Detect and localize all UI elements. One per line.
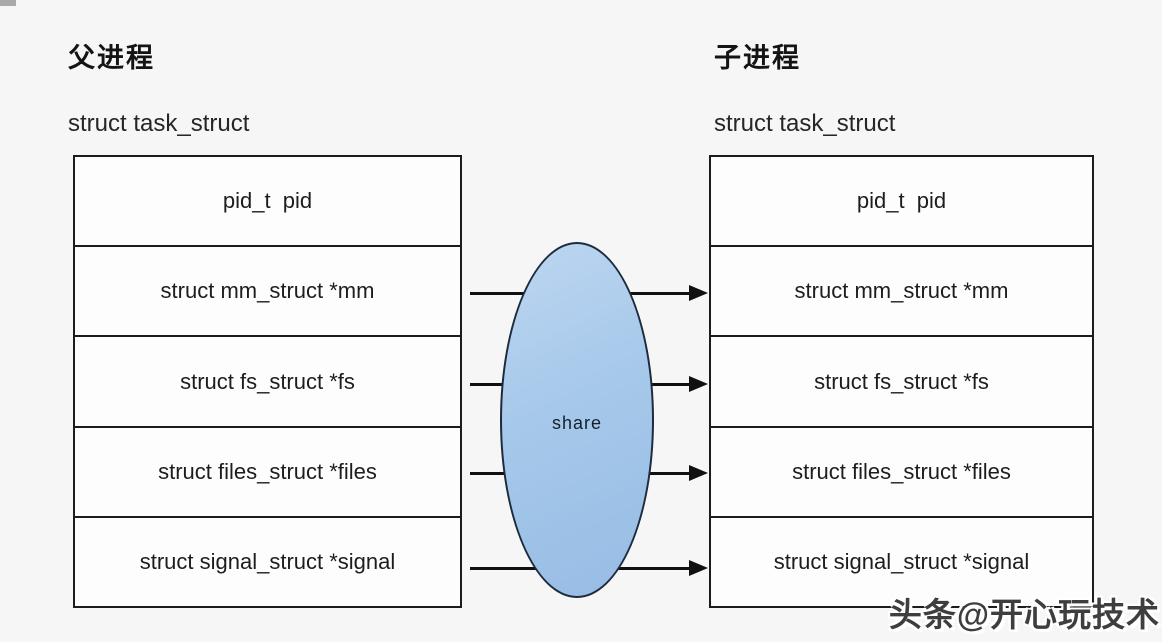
watermark-text: 头条@开心玩技术 bbox=[888, 596, 1160, 633]
arrow-signal-head-icon bbox=[689, 560, 708, 576]
child-field-files: struct files_struct *files bbox=[711, 428, 1092, 518]
arrow-files-head-icon bbox=[689, 465, 708, 481]
arrow-fs-head-icon bbox=[689, 376, 708, 392]
child-field-mm: struct mm_struct *mm bbox=[711, 247, 1092, 338]
parent-process-title: 父进程 bbox=[68, 43, 155, 73]
share-ellipse: share bbox=[500, 242, 654, 598]
parent-field-mm: struct mm_struct *mm bbox=[75, 247, 460, 338]
parent-field-fs: struct fs_struct *fs bbox=[75, 337, 460, 428]
child-struct-label: struct task_struct bbox=[714, 110, 896, 137]
child-field-signal: struct signal_struct *signal bbox=[773, 548, 1030, 574]
child-field-pid: pid_t pid bbox=[711, 157, 1092, 248]
parent-field-signal: struct signal_struct *signal bbox=[139, 548, 396, 574]
share-label: share bbox=[551, 412, 603, 433]
parent-field-pid: pid_t pid bbox=[75, 157, 460, 248]
parent-task-struct-table: pid_t pid struct mm_struct *mm struct fs… bbox=[73, 155, 462, 608]
arrow-mm-head-icon bbox=[689, 285, 708, 301]
corner-artifact bbox=[0, 0, 16, 6]
parent-struct-label: struct task_struct bbox=[68, 110, 250, 137]
child-process-title: 子进程 bbox=[714, 43, 801, 73]
child-task-struct-table: pid_t pid struct mm_struct *mm struct fs… bbox=[709, 155, 1094, 608]
child-field-fs: struct fs_struct *fs bbox=[711, 337, 1092, 428]
parent-field-files: struct files_struct *files bbox=[75, 428, 460, 518]
